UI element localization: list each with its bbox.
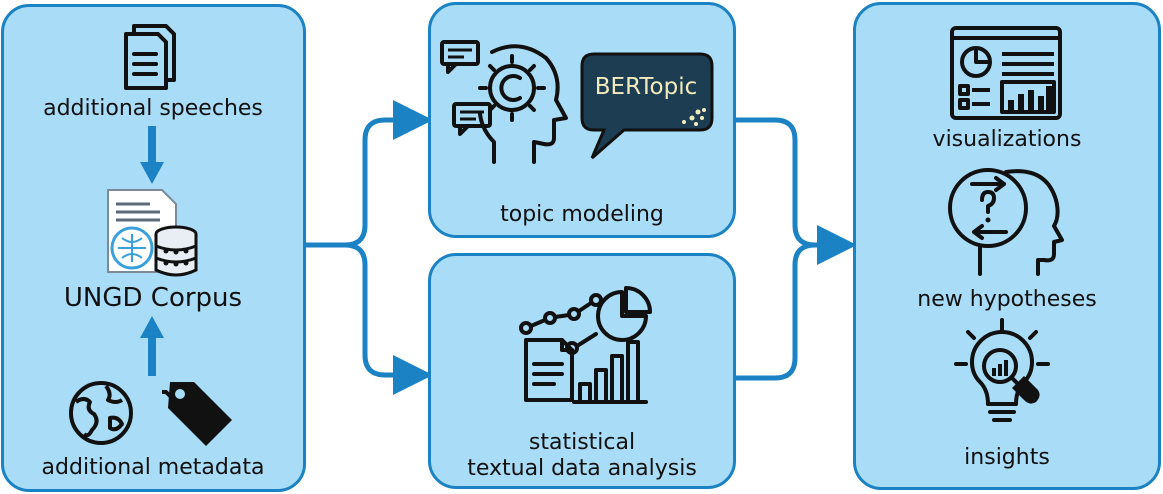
- dashboard-icon: [950, 26, 1062, 120]
- arrow-to-topic-modeling: [306, 100, 433, 248]
- arrow-to-analysis: [306, 242, 433, 395]
- additional-metadata-label: additional metadata: [41, 455, 265, 480]
- arrow-from-analysis: [735, 242, 816, 381]
- topic-modeling-label: topic modeling: [500, 202, 664, 227]
- ungd-corpus-label: UNGD Corpus: [63, 283, 243, 313]
- head-gear-icon: [440, 40, 568, 164]
- speech-bubble-icon: [580, 52, 714, 160]
- tag-icon: [162, 382, 232, 446]
- insights-label: insights: [964, 445, 1050, 470]
- visualizations-label: visualizations: [932, 127, 1082, 152]
- statistical-label: statistical: [528, 430, 636, 455]
- arrow-down-icon: [140, 126, 164, 184]
- arrow-from-topic-modeling: [735, 117, 816, 248]
- bertopic-label: BERTopic: [594, 74, 698, 100]
- data-analysis-icon: [519, 286, 652, 404]
- lightbulb-chart-icon: [954, 318, 1050, 422]
- new-hypotheses-label: new hypotheses: [917, 287, 1097, 312]
- arrow-up-icon: [140, 316, 164, 376]
- database-document-icon: [107, 189, 198, 277]
- additional-speeches-label: additional speeches: [43, 96, 263, 121]
- textual-data-analysis-label: textual data analysis: [467, 456, 697, 481]
- documents-icon: [124, 24, 176, 90]
- textual-analysis-panel: [428, 253, 736, 489]
- head-question-icon: [948, 168, 1064, 276]
- globe-icon: [69, 381, 133, 445]
